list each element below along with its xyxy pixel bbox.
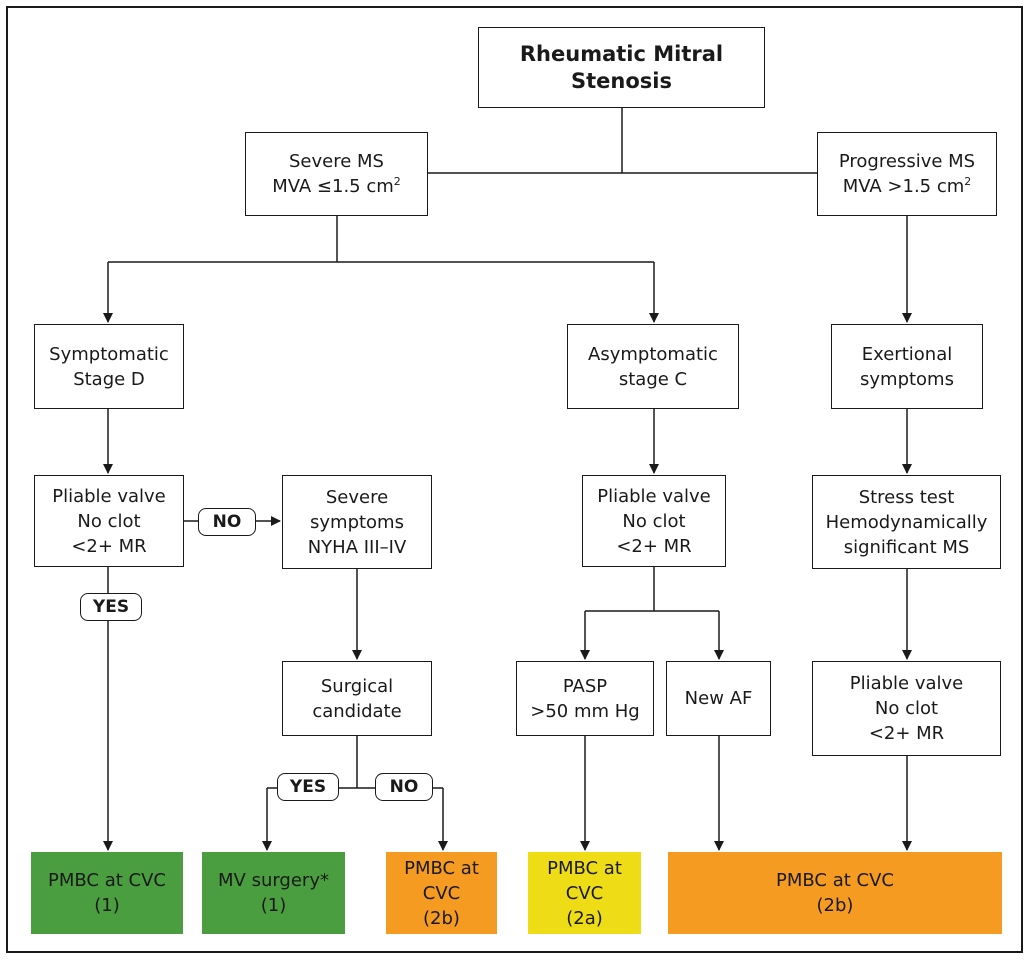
node-text: MVA >1.5 cm xyxy=(842,176,965,197)
node-line: Severe xyxy=(325,486,389,508)
outcome-line: (1) xyxy=(94,895,120,916)
node-line: MVA ≤1.5 cm2 xyxy=(272,174,401,199)
node-line: Hemodynamically xyxy=(825,511,988,533)
node-line: No clot xyxy=(874,698,939,719)
outcome-line: (2b) xyxy=(423,907,460,929)
node-pliable-valve-stage-c: Pliable valve No clot <2+ MR xyxy=(582,475,726,567)
outcome-line: PMBC at xyxy=(404,857,479,879)
node-line: Pliable valve xyxy=(52,485,166,507)
outcome-line: PMBC at CVC xyxy=(48,870,166,891)
node-line: New AF xyxy=(684,688,753,709)
node-line: candidate xyxy=(312,700,402,722)
outcome-pmbc-class-2a: PMBC at CVC (2a) xyxy=(528,852,641,934)
node-line: Stenosis xyxy=(571,68,672,93)
outcome-pmbc-class-2b-right: PMBC at CVC (2b) xyxy=(668,852,1002,934)
node-line: significant MS xyxy=(843,536,970,558)
node-line: Pliable valve xyxy=(597,485,711,507)
node-symptomatic-stage-d: Symptomatic Stage D xyxy=(34,324,184,409)
node-line: Rheumatic Mitral xyxy=(519,41,724,66)
outcome-line: (2a) xyxy=(566,907,603,929)
node-exertional-symptoms: Exertional symptoms xyxy=(831,324,983,409)
node-rheumatic-mitral-stenosis: Rheumatic Mitral Stenosis xyxy=(478,27,765,108)
node-line: Symptomatic xyxy=(49,343,169,365)
node-pliable-valve-progressive: Pliable valve No clot <2+ MR xyxy=(812,661,1001,756)
node-line: Stage D xyxy=(73,368,145,390)
node-line: <2+ MR xyxy=(868,723,945,744)
outcome-line: CVC xyxy=(565,882,604,904)
label-no-surgical: NO xyxy=(375,773,433,801)
node-pliable-valve-stage-d: Pliable valve No clot <2+ MR xyxy=(34,475,184,567)
node-line: >50 mm Hg xyxy=(530,700,640,722)
node-asymptomatic-stage-c: Asymptomatic stage C xyxy=(567,324,739,409)
node-stress-test: Stress test Hemodynamically significant … xyxy=(812,475,1001,569)
label-no-pliable: NO xyxy=(198,508,256,536)
outcome-pmbc-class-2b-left: PMBC at CVC (2b) xyxy=(386,852,497,934)
node-severe-symptoms: Severe symptoms NYHA III–IV xyxy=(282,475,432,569)
node-line: Severe MS xyxy=(289,151,384,172)
outcome-mv-surgery: MV surgery* (1) xyxy=(202,852,345,934)
outcome-line: (1) xyxy=(260,895,287,916)
outcome-line: CVC xyxy=(422,882,461,904)
outcome-line: MV surgery* xyxy=(218,870,329,891)
node-progressive-ms: Progressive MS MVA >1.5 cm2 xyxy=(817,132,997,216)
node-line: No clot xyxy=(622,510,686,532)
node-line: MVA >1.5 cm2 xyxy=(843,174,972,199)
node-pasp: PASP >50 mm Hg xyxy=(516,661,654,736)
superscript: 2 xyxy=(393,175,401,188)
label-yes-surgical: YES xyxy=(277,773,339,801)
node-line: symptoms xyxy=(860,368,954,390)
node-line: Asymptomatic xyxy=(588,343,718,365)
diagram-frame xyxy=(6,6,1023,953)
node-new-af: New AF xyxy=(666,661,771,736)
node-line: symptoms xyxy=(310,511,404,533)
node-severe-ms: Severe MS MVA ≤1.5 cm2 xyxy=(245,132,428,216)
node-line: No clot xyxy=(77,510,141,532)
node-line: NYHA III–IV xyxy=(307,536,407,558)
outcome-line: (2b) xyxy=(816,895,854,916)
node-line: Surgical xyxy=(320,675,394,697)
node-line: stage C xyxy=(618,368,688,390)
outcome-pmbc-class-1: PMBC at CVC (1) xyxy=(31,852,183,934)
node-line: PASP xyxy=(562,675,608,697)
node-line: Pliable valve xyxy=(849,673,964,694)
outcome-line: PMBC at xyxy=(547,857,622,879)
node-line: Stress test xyxy=(858,486,955,508)
node-text: MVA ≤1.5 cm xyxy=(272,176,394,197)
node-surgical-candidate: Surgical candidate xyxy=(282,661,432,736)
superscript: 2 xyxy=(964,175,972,188)
node-line: <2+ MR xyxy=(616,535,692,557)
node-line: <2+ MR xyxy=(71,535,147,557)
node-line: Exertional xyxy=(861,343,953,365)
label-yes-pliable: YES xyxy=(80,593,142,621)
outcome-line: PMBC at CVC xyxy=(776,870,894,891)
node-line: Progressive MS xyxy=(838,151,976,172)
